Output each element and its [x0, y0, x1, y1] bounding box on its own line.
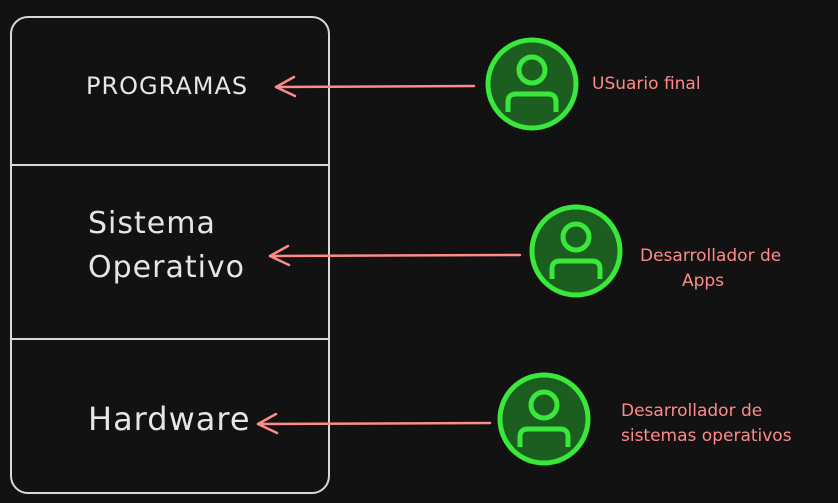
- layer-label-sistema-operativo-line1: Sistema: [88, 206, 216, 241]
- arrow-to-programas: [274, 75, 476, 98]
- role-label-desarrollador-so-line2: sistemas operativos: [621, 426, 792, 446]
- role-label-desarrollador-apps-line1: Desarrollador de: [640, 246, 782, 266]
- role-label-usuario-final: USuario final: [592, 74, 701, 94]
- layer-label-programas: PROGRAMAS: [86, 72, 249, 100]
- user-icon: [529, 204, 623, 298]
- layer-label-hardware: Hardware: [88, 400, 251, 438]
- user-icon: [485, 37, 579, 131]
- arrow-to-sistema-operativo: [268, 244, 522, 267]
- role-label-desarrollador-so-line1: Desarrollador de: [621, 401, 763, 421]
- layer-label-sistema-operativo-line2: Operativo: [88, 250, 246, 285]
- user-icon: [497, 372, 591, 466]
- layer-divider: [10, 338, 330, 340]
- arrow-to-hardware: [256, 412, 492, 435]
- role-label-desarrollador-apps-line2: Apps: [682, 271, 725, 291]
- layer-divider: [10, 164, 330, 166]
